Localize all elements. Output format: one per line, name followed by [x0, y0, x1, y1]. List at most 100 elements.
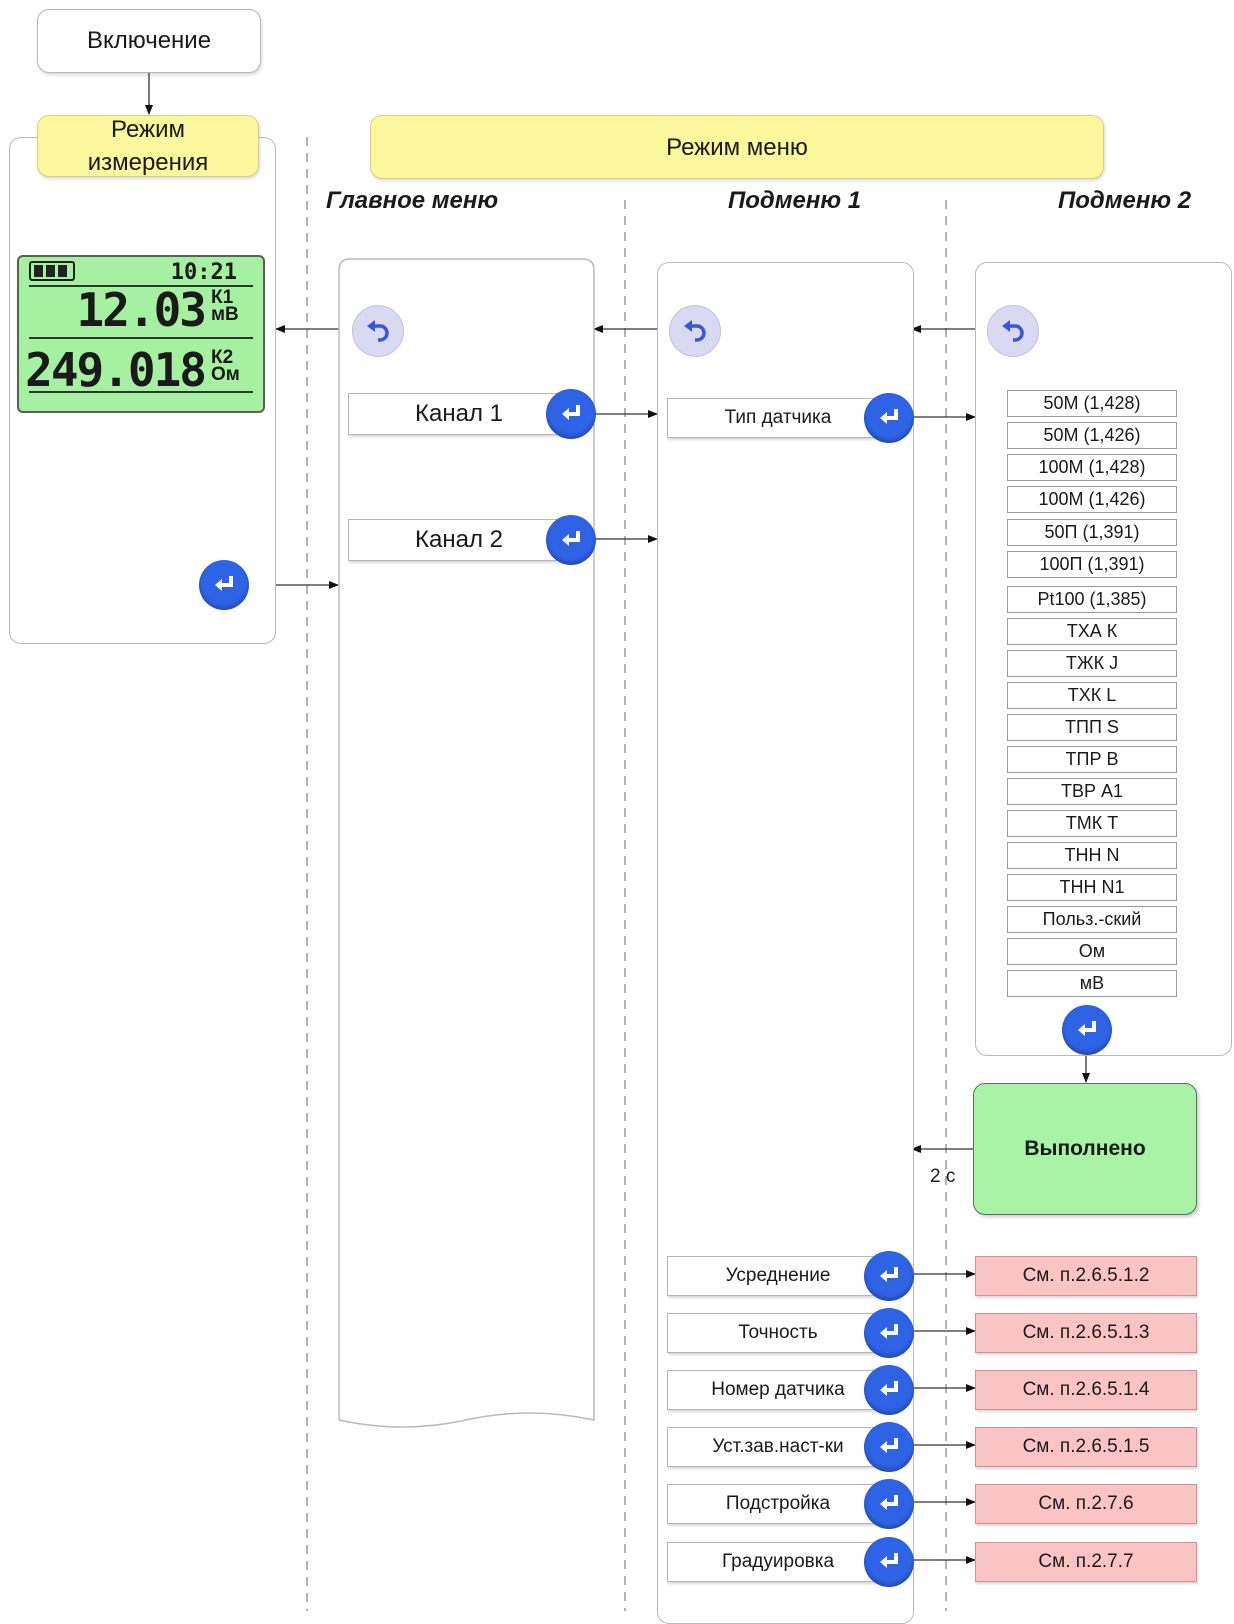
reference-label: См. п.2.6.5.1.5	[1022, 1436, 1150, 1457]
reference-calibration: См. п.2.7.7	[975, 1542, 1197, 1582]
submenu1-item-adjustment[interactable]: Подстройка	[667, 1484, 889, 1524]
submenu1-item-accuracy[interactable]: Точность	[667, 1313, 889, 1353]
channel-1-label: Канал 1	[415, 400, 503, 427]
enter-return-icon	[880, 1324, 898, 1339]
sensor-option[interactable]: Ом	[1007, 938, 1177, 965]
sensor-option[interactable]: ТМК Т	[1007, 810, 1177, 837]
adjustment-label: Подстройка	[725, 1493, 831, 1514]
measure-mode-header: Режим измерения	[37, 115, 259, 177]
submenu2-back-button[interactable]	[987, 305, 1039, 357]
sensor-option[interactable]: ТХА К	[1007, 618, 1177, 645]
sensor-option-label: мВ	[1079, 973, 1105, 993]
sensor-option[interactable]: 100М (1,428)	[1007, 454, 1177, 481]
sensor-option[interactable]: мВ	[1007, 970, 1177, 997]
undo-back-icon	[367, 320, 389, 342]
reference-sensor-number: См. п.2.6.5.1.4	[975, 1370, 1197, 1410]
accuracy-label: Точность	[738, 1322, 818, 1343]
sensor-option[interactable]: 50П (1,391)	[1007, 519, 1177, 546]
main-menu-heading: Главное меню	[326, 187, 499, 214]
main-menu-back-button[interactable]	[352, 305, 404, 357]
sensor-option-label: ТНН N1	[1059, 877, 1125, 897]
sensor-option[interactable]: Польз.-ский	[1007, 906, 1177, 933]
sensor-type-label: Тип датчика	[724, 407, 832, 428]
enter-return-icon	[880, 1381, 898, 1396]
reference-label: См. п.2.7.7	[1038, 1551, 1134, 1572]
calibration-enter-button[interactable]	[864, 1537, 914, 1587]
sensor-option[interactable]: ТЖК J	[1007, 650, 1177, 677]
sensor-option-label: 100М (1,426)	[1038, 489, 1146, 509]
enter-return-icon	[880, 1267, 898, 1282]
sensor-option-label: ТПП S	[1065, 717, 1119, 737]
submenu2-heading: Подменю 2	[1058, 187, 1192, 214]
display-unit-2-text: Ом	[211, 364, 240, 385]
display-channel-2: К2	[211, 347, 234, 368]
display-unit-1: К1 мВ	[211, 287, 253, 324]
sensor-option[interactable]: 100П (1,391)	[1007, 551, 1177, 578]
sensor-type-enter-button[interactable]	[864, 393, 914, 443]
submenu1-back-button[interactable]	[669, 305, 721, 357]
measure-mode-label: Режим измерения	[87, 116, 209, 176]
measure-enter-button[interactable]	[199, 560, 249, 610]
reference-averaging: См. п.2.6.5.1.2	[975, 1256, 1197, 1296]
sensor-option[interactable]: Pt100 (1,385)	[1007, 586, 1177, 613]
display-value-1: 12.03	[76, 283, 207, 337]
channel-2-enter-button[interactable]	[546, 515, 596, 565]
adjustment-enter-button[interactable]	[864, 1479, 914, 1529]
sensor-number-enter-button[interactable]	[864, 1365, 914, 1415]
submenu1-item-calibration[interactable]: Градуировка	[667, 1542, 889, 1582]
sensor-option-label: ТХК L	[1067, 685, 1117, 705]
submenu1-item-averaging[interactable]: Усреднение	[667, 1256, 889, 1296]
submenu1-item-factory-settings[interactable]: Уст.зав.наст-ки	[667, 1427, 889, 1467]
reference-accuracy: См. п.2.6.5.1.3	[975, 1313, 1197, 1353]
sensor-number-label: Номер датчика	[711, 1379, 845, 1400]
submenu1-panel	[657, 262, 914, 1624]
sensor-option[interactable]: 100М (1,426)	[1007, 486, 1177, 513]
sensor-option-label: ТВР А1	[1060, 781, 1124, 801]
sensor-option[interactable]: ТНН N	[1007, 842, 1177, 869]
sensor-option-label: 50М (1,428)	[1043, 393, 1141, 413]
display-time: 10:21	[170, 260, 237, 285]
submenu1-item-sensor-type[interactable]: Тип датчика	[667, 398, 889, 438]
sensor-list-enter-button[interactable]	[1062, 1005, 1112, 1055]
channel-1-enter-button[interactable]	[546, 389, 596, 439]
main-menu-item-channel-1[interactable]: Канал 1	[348, 393, 570, 435]
enter-return-icon	[880, 409, 898, 424]
factory-settings-label: Уст.зав.наст-ки	[712, 1436, 844, 1457]
reference-label: См. п.2.6.5.1.4	[1022, 1379, 1150, 1400]
sensor-option[interactable]: ТПП S	[1007, 714, 1177, 741]
undo-back-icon	[684, 320, 706, 342]
sensor-option-label: Pt100 (1,385)	[1037, 589, 1147, 609]
main-menu-item-channel-2[interactable]: Канал 2	[348, 519, 570, 561]
sensor-option[interactable]: ТПР B	[1007, 746, 1177, 773]
sensor-option[interactable]: 50М (1,428)	[1007, 390, 1177, 417]
sensor-option-label: 100П (1,391)	[1039, 554, 1145, 574]
sensor-option[interactable]: ТХК L	[1007, 682, 1177, 709]
lcd-display: 10:21 12.03 К1 мВ 249.018 К2 Ом	[17, 255, 265, 413]
sensor-option[interactable]: 50М (1,426)	[1007, 422, 1177, 449]
menu-mode-label: Режим меню	[666, 133, 808, 161]
sensor-option-label: Польз.-ский	[1042, 909, 1142, 929]
sensor-option-label: ТПР B	[1065, 749, 1119, 769]
channel-2-label: Канал 2	[415, 526, 503, 553]
done-delay-label: 2 с	[930, 1166, 956, 1187]
sensor-option-label: ТМК Т	[1065, 813, 1119, 833]
display-value-2: 249.018	[25, 343, 207, 397]
factory-settings-enter-button[interactable]	[864, 1422, 914, 1472]
display-unit-2: К2 Ом	[211, 347, 253, 385]
enter-return-icon	[562, 531, 580, 546]
sensor-option-label: ТЖК J	[1065, 653, 1119, 673]
enter-return-icon	[880, 1438, 898, 1453]
sensor-option[interactable]: ТНН N1	[1007, 874, 1177, 901]
sensor-option[interactable]: ТВР А1	[1007, 778, 1177, 805]
reference-adjustment: См. п.2.7.6	[975, 1484, 1197, 1524]
display-channel-1: К1	[211, 287, 234, 308]
reference-label: См. п.2.7.6	[1038, 1493, 1134, 1514]
accuracy-enter-button[interactable]	[864, 1308, 914, 1358]
calibration-label: Градуировка	[721, 1551, 835, 1572]
display-rule-mid	[29, 337, 253, 339]
averaging-enter-button[interactable]	[864, 1251, 914, 1301]
display-rule-bottom	[29, 391, 253, 393]
done-box: Выполнено	[973, 1083, 1197, 1215]
submenu1-item-sensor-number[interactable]: Номер датчика	[667, 1370, 889, 1410]
